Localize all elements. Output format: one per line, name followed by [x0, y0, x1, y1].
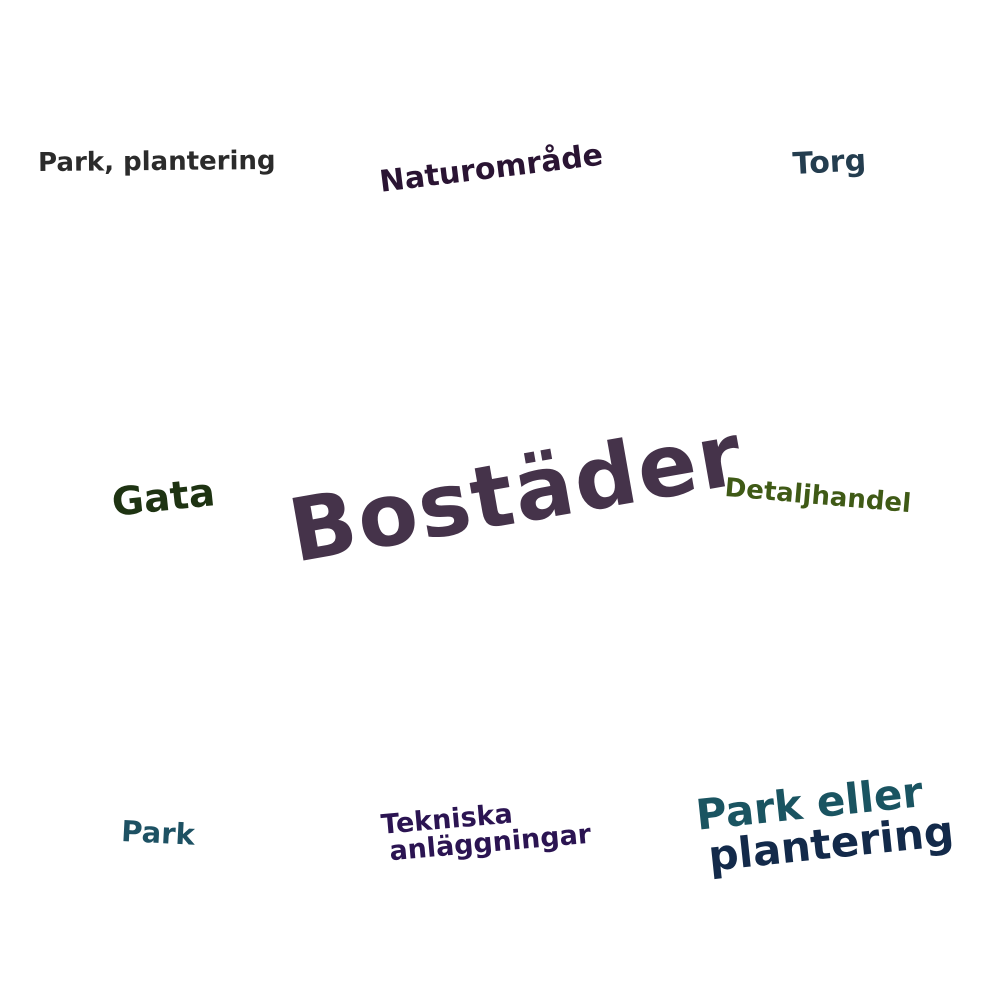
word-park: Park	[120, 814, 196, 852]
word-bostader: Bostäder	[281, 402, 751, 583]
word-park-eller-plantering: Park eller plantering	[694, 767, 956, 880]
word-detaljhandel: Detaljhandel	[723, 473, 913, 520]
word-tekniska-anlaggningar: Tekniska anläggningar	[380, 794, 592, 868]
word-gata: Gata	[109, 470, 218, 526]
word-torg: Torg	[791, 143, 867, 182]
word-naturomrade: Naturområde	[377, 137, 605, 200]
word-park-plantering: Park, plantering	[37, 145, 276, 178]
